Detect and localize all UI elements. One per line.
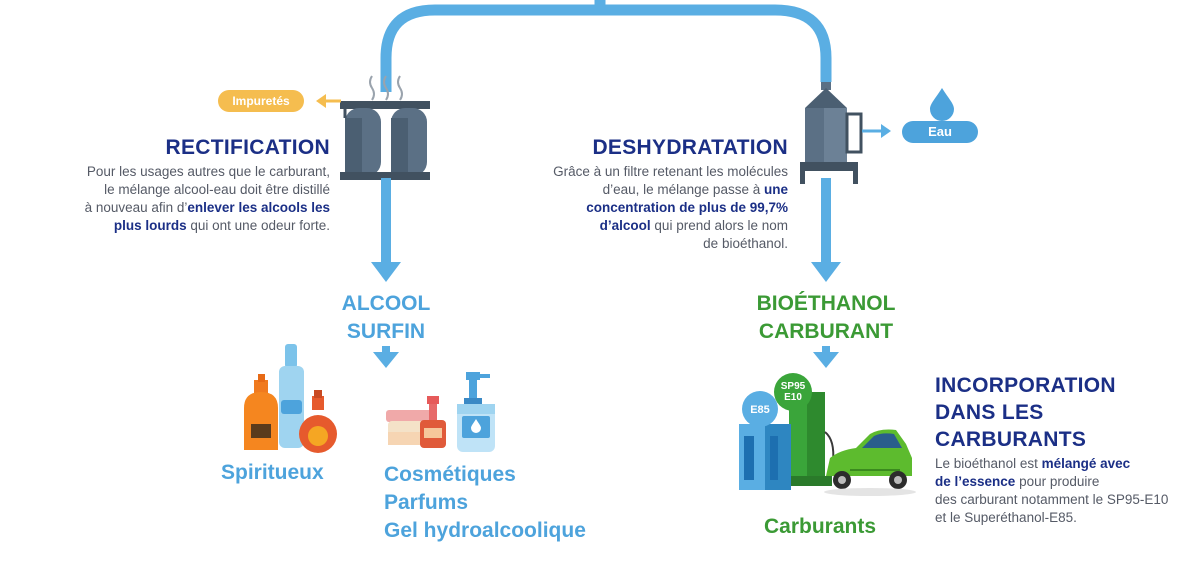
rectification-line: le mélange alcool-eau doit être distillé (40, 181, 330, 199)
impurities-label: Impuretés (232, 94, 290, 108)
parfums-label: Parfums (384, 491, 469, 514)
deshydratation-line: Grâce à un filtre retenant les molécules (490, 163, 788, 181)
deshydratation-text-segment: d’eau, le mélange passe à (602, 182, 764, 197)
alcool-surfin-line2: SURFIN (346, 320, 426, 343)
water-arrowhead (881, 124, 891, 138)
deshydratation-text: Grâce à un filtre retenant les molécules… (490, 163, 788, 253)
pipe-fuel-stub (822, 346, 830, 354)
water-badge: Eau (902, 121, 978, 143)
bioethanol-line2: CARBURANT (758, 320, 894, 343)
bioethanol-line1: BIOÉTHANOL (756, 292, 896, 315)
deshydratation-text-segment: concentration de plus de 99,7% (586, 200, 788, 215)
rectification-text-segment: le mélange alcool-eau doit être distillé (104, 182, 330, 197)
incorporation-text-segment: de l’essence (935, 474, 1016, 489)
pipe-right-down (821, 178, 831, 264)
rectification-text-segment: Pour les usages autres que le carburant, (86, 164, 330, 179)
incorporation-line: Le bioéthanol est mélangé avec (935, 455, 1175, 473)
dehydration-tank-icon (800, 82, 863, 184)
incorporation-line: des carburant notamment le SP95-E10 (935, 491, 1175, 509)
incorporation-text-segment: des carburant notamment le SP95-E10 (935, 492, 1169, 507)
cosmetics-label: Cosmétiques (384, 463, 516, 486)
impurities-badge: Impuretés (218, 90, 304, 112)
pump-label-sp95: SP95 (781, 381, 806, 392)
deshydratation-line: concentration de plus de 99,7% (490, 199, 788, 217)
gel-label: Gel hydroalcoolique (384, 519, 586, 542)
water-label: Eau (928, 124, 952, 139)
incorporation-title-line3: CARBURANTS (935, 428, 1087, 451)
carburants-label: Carburants (764, 515, 877, 538)
rectification-text-segment: qui ont une odeur forte. (186, 218, 330, 233)
rectification-title: RECTIFICATION (165, 136, 330, 159)
rectification-line: à nouveau afin d’enlever les alcools les (40, 199, 330, 217)
rectification-line: plus lourds qui ont une odeur forte. (40, 217, 330, 235)
spiritueux-label: Spiritueux (221, 461, 324, 484)
rectification-line: Pour les usages autres que le carburant, (40, 163, 330, 181)
pipe-left-down (381, 178, 391, 264)
pipe-surfin-stub (382, 346, 390, 354)
pump-label-e10: E10 (784, 392, 802, 403)
fuel-pumps-icon (739, 373, 838, 490)
deshydratation-title: DESHYDRATATION (592, 136, 788, 159)
impurities-arrowhead (316, 94, 326, 108)
bioethanol-label: BIOÉTHANOL CARBURANT (736, 290, 916, 346)
rectification-text: Pour les usages autres que le carburant,… (40, 163, 330, 235)
green-car-icon (824, 429, 916, 496)
arrow-to-products (373, 352, 399, 368)
alcool-surfin-label: ALCOOL SURFIN (316, 290, 456, 346)
incorporation-text-segment: Le bioéthanol est (935, 456, 1042, 471)
arrow-left-down (371, 262, 401, 282)
deshydratation-text-segment: d’alcool (599, 218, 651, 233)
water-drop-icon (930, 88, 954, 121)
incorporation-line: et le Superéthanol-E85. (935, 509, 1175, 527)
incorporation-text-segment: pour produire (1015, 474, 1100, 489)
deshydratation-line: de bioéthanol. (490, 235, 788, 253)
main-pipe (380, 0, 832, 92)
arrow-to-fuels (813, 352, 839, 368)
deshydratation-line: d’eau, le mélange passe à une (490, 181, 788, 199)
incorporation-text-segment: et le Superéthanol-E85. (935, 510, 1077, 525)
cosmetics-labels: Cosmétiques Parfums Gel hydroalcoolique (384, 461, 586, 545)
rectification-text-segment: à nouveau afin d’ (84, 200, 188, 215)
arrow-right-down (811, 262, 841, 282)
rectification-text-segment: plus lourds (113, 218, 187, 233)
deshydratation-text-segment: de bioéthanol. (703, 236, 788, 251)
rectification-column-icon (340, 75, 430, 180)
deshydratation-text-segment: une (763, 182, 788, 197)
incorporation-title-line2: DANS LES (935, 401, 1044, 424)
deshydratation-text-segment: Grâce à un filtre retenant les molécules (553, 164, 788, 179)
rectification-text-segment: enlever les alcools les (187, 200, 330, 215)
incorporation-line: de l’essence pour produire (935, 473, 1175, 491)
deshydratation-text-segment: qui prend alors le nom (650, 218, 788, 233)
pump-label-e85: E85 (750, 404, 770, 416)
cosmetics-icon (386, 372, 495, 452)
incorporation-text-segment: mélangé avec (1041, 456, 1131, 471)
incorporation-title-line1: INCORPORATION (935, 374, 1116, 397)
deshydratation-line: d’alcool qui prend alors le nom (490, 217, 788, 235)
incorporation-title: INCORPORATION DANS LES CARBURANTS (935, 372, 1116, 453)
spirits-bottles-icon (244, 344, 337, 453)
alcool-surfin-line1: ALCOOL (341, 292, 431, 315)
